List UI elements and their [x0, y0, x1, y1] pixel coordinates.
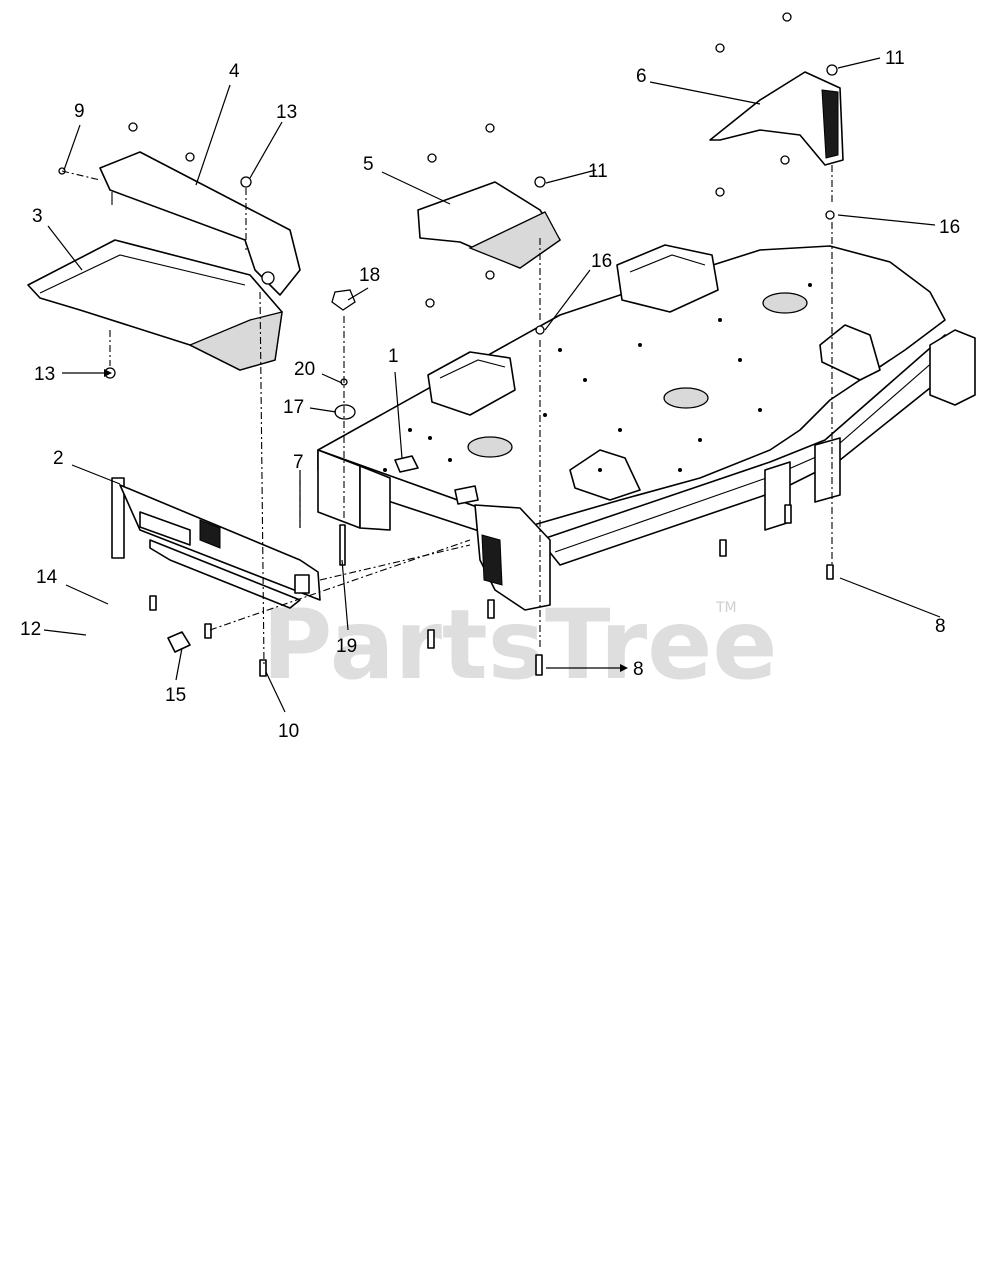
callout-6: 6 — [636, 66, 647, 87]
callout-8-right: 8 — [935, 616, 946, 637]
callout-1: 1 — [388, 346, 399, 367]
callout-10: 10 — [278, 721, 299, 742]
deck-holes — [383, 283, 812, 472]
callout-labels: 1 2 3 4 5 6 7 8 8 9 10 11 11 12 13 13 14… — [20, 48, 960, 742]
callout-8-bottom: 8 — [633, 659, 644, 680]
cover-plate — [99, 151, 301, 296]
bracket-rear — [569, 324, 881, 501]
hinge-bracket-center — [616, 244, 719, 313]
partstree-watermark: PartsTree — [262, 589, 777, 701]
hardware-nuts — [58, 12, 838, 379]
callout-17: 17 — [283, 397, 304, 418]
trademark-mark: TM — [715, 600, 737, 616]
hinge-bracket-left — [427, 351, 516, 416]
spindle-cover-right — [709, 71, 844, 166]
callout-14: 14 — [36, 567, 58, 588]
assembly-lines — [61, 165, 833, 666]
spindle-opening — [467, 436, 513, 458]
hardware-bolts — [149, 504, 834, 677]
callout-4: 4 — [229, 61, 240, 82]
callout-2: 2 — [53, 448, 64, 469]
callout-12: 12 — [20, 619, 41, 640]
leader-lines — [43, 57, 941, 713]
callout-9: 9 — [74, 101, 85, 122]
callout-11-right: 11 — [885, 48, 905, 69]
callout-13-top: 13 — [276, 102, 297, 123]
callout-7: 7 — [293, 452, 304, 473]
callout-13-left: 13 — [34, 364, 55, 385]
callout-20: 20 — [294, 359, 315, 380]
callout-16-center: 16 — [591, 251, 612, 272]
callout-16-right: 16 — [939, 217, 960, 238]
mower-deck — [317, 244, 976, 611]
callout-11-center: 11 — [588, 161, 608, 182]
spindle-opening — [762, 292, 808, 314]
spindle-cover-center — [417, 181, 561, 269]
bumper-bar — [111, 477, 321, 609]
callout-18: 18 — [359, 265, 380, 286]
callout-15: 15 — [165, 685, 186, 706]
spindle-opening — [663, 387, 709, 409]
wheel-spindle-parts — [331, 289, 356, 420]
discharge-deflector — [27, 239, 283, 371]
callout-19: 19 — [336, 636, 357, 657]
callout-5: 5 — [363, 154, 374, 175]
callout-3: 3 — [32, 206, 43, 227]
